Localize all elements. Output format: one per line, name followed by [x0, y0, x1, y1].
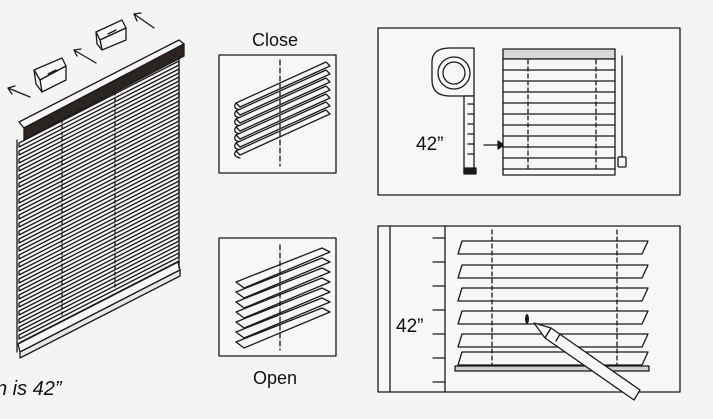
- slat: [235, 109, 331, 156]
- slat: [235, 297, 331, 339]
- headrail-front: [23, 43, 185, 141]
- slat-stack: [18, 60, 180, 348]
- arrow-icon: [7, 12, 155, 98]
- slat: [235, 257, 331, 299]
- slat: [235, 101, 331, 148]
- arrow-icon: [483, 140, 505, 150]
- window-blind: [502, 48, 616, 176]
- bottom-rail-front: [19, 269, 181, 359]
- tape-measure-icon: [431, 47, 477, 175]
- slat: [235, 93, 331, 140]
- slat: [235, 247, 331, 289]
- slat-profile: [457, 351, 649, 366]
- ruler-ticks: [432, 237, 446, 383]
- slat-profile: [457, 310, 649, 325]
- measurement-label-bottom: 42”: [396, 316, 424, 337]
- slat-edge: [234, 150, 241, 159]
- open-label: Open: [253, 368, 298, 388]
- slat: [235, 287, 331, 329]
- close-label: Close: [252, 30, 299, 50]
- slat-profile: [457, 287, 649, 302]
- slat-profile: [457, 264, 649, 279]
- slat-profile: [457, 240, 649, 255]
- pull-cord-icon: [617, 55, 627, 168]
- open-slats: [235, 247, 331, 349]
- caption: n is 42”: [0, 378, 62, 400]
- slat: [235, 307, 331, 349]
- slat: [235, 69, 331, 116]
- measurement-label-top: 42”: [416, 134, 444, 155]
- slat: [235, 85, 331, 132]
- blind-perspective: [16, 39, 185, 359]
- slat: [235, 277, 331, 319]
- mounting-bracket-icon: [33, 57, 67, 93]
- slat: [235, 267, 331, 309]
- pencil-icon: [525, 314, 641, 401]
- window-sill: [454, 365, 650, 372]
- slat: [235, 77, 331, 124]
- mounting-bracket-icon: [95, 19, 127, 51]
- closed-slats: [234, 61, 331, 159]
- slat: [235, 61, 331, 108]
